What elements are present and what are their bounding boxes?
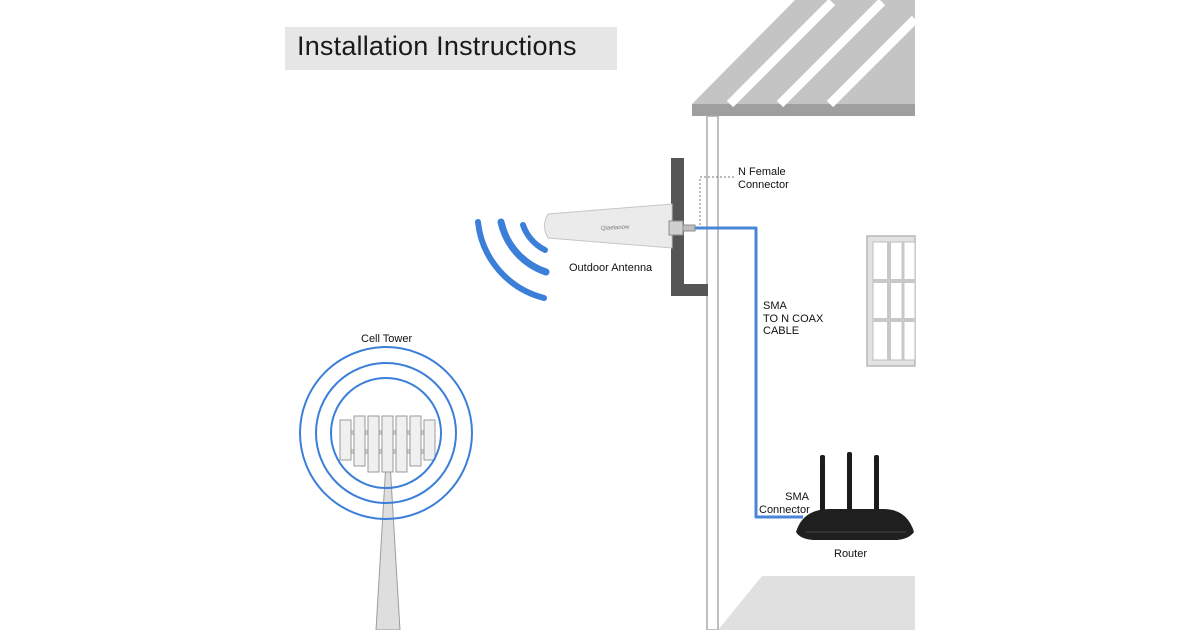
house-floor: [718, 576, 915, 630]
outdoor-antenna: Qlaelanow: [544, 203, 696, 249]
house-wall: [706, 115, 719, 630]
label-sma-cable: SMA TO N COAX CABLE: [763, 300, 824, 337]
house-roof: [692, 0, 919, 116]
router: [796, 452, 914, 540]
cell-tower: [339, 415, 436, 630]
coax-cable: [695, 226, 803, 519]
tower-signal-rings: [299, 346, 473, 520]
label-n-female-connector: N Female Connector: [738, 166, 789, 191]
label-outdoor-antenna: Outdoor Antenna: [569, 262, 653, 274]
title-banner: Installation Instructions: [285, 27, 617, 70]
house-window: [866, 235, 916, 367]
label-router: Router: [834, 548, 868, 560]
label-sma-connector: SMA Connector: [759, 491, 810, 516]
antenna-signal-waves: [475, 218, 550, 301]
page-title: Installation Instructions: [297, 31, 577, 61]
antenna-brand-logo: Qlaelanow: [601, 224, 630, 232]
label-cell-tower: Cell Tower: [361, 333, 413, 345]
connector-leader-line: [699, 176, 734, 225]
